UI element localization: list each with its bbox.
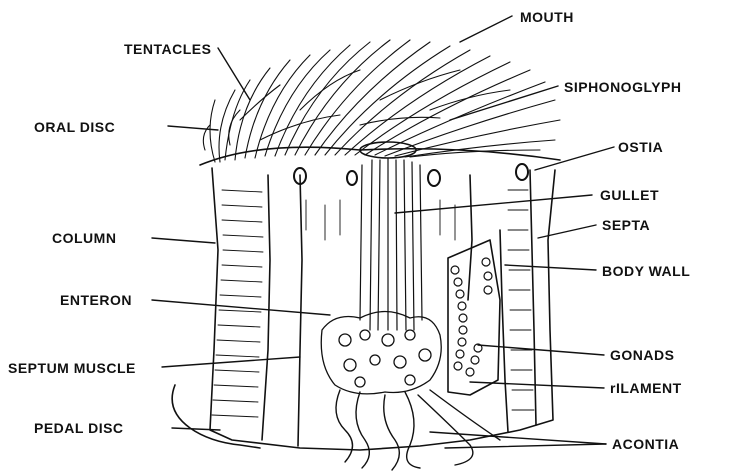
label-septum-muscle: SEPTUM MUSCLE xyxy=(8,361,136,375)
label-septa: SEPTA xyxy=(602,218,650,232)
left-wall-inner xyxy=(262,175,270,440)
label-body-wall: BODY WALL xyxy=(602,264,690,278)
front-cut-left xyxy=(298,175,302,446)
label-gonads: GONADS xyxy=(610,348,674,362)
label-ostia: OSTIA xyxy=(618,140,663,154)
front-cut-right xyxy=(468,175,472,300)
gullet-tube xyxy=(360,158,422,330)
gonad-beads xyxy=(451,258,492,376)
right-wall-outer xyxy=(530,170,536,425)
label-pedal-disc: PEDAL DISC xyxy=(34,421,124,435)
ostium-mid-right xyxy=(428,170,440,186)
label-column: COLUMN xyxy=(52,231,116,245)
label-filament: rILAMENT xyxy=(610,381,682,395)
label-enteron: ENTERON xyxy=(60,293,132,307)
label-oral-disc: ORAL DISC xyxy=(34,120,115,134)
tentacle-cluster xyxy=(203,40,560,162)
label-tentacles: TENTACLES xyxy=(124,42,211,56)
label-mouth: MOUTH xyxy=(520,10,574,24)
ostium-mid-left xyxy=(347,171,357,185)
acontia-threads xyxy=(336,390,500,470)
ostium-right xyxy=(516,164,528,180)
label-gullet: GULLET xyxy=(600,188,659,202)
label-siphonoglyph: SIPHONOGLYPH xyxy=(564,80,682,94)
right-wall xyxy=(500,230,508,432)
leader-lines xyxy=(152,16,614,448)
enteron-mass xyxy=(321,312,441,394)
label-acontia: ACONTIA xyxy=(612,437,679,451)
